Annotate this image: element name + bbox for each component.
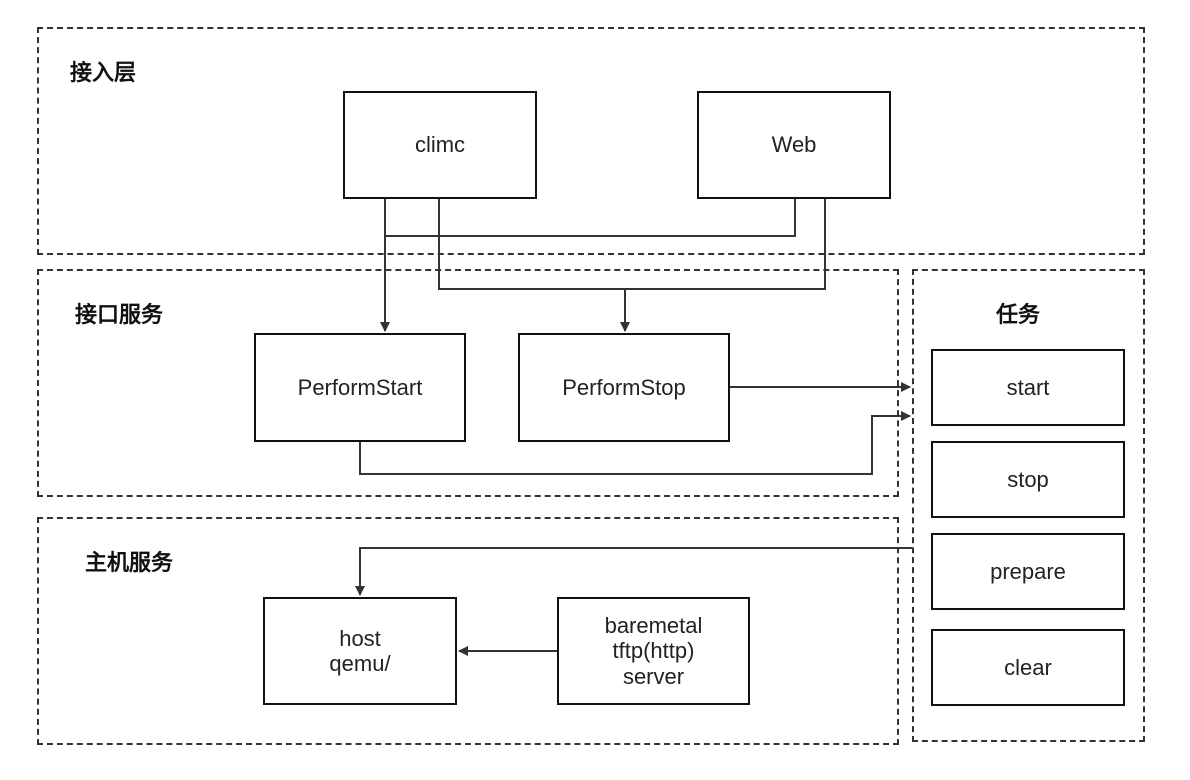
perform-stop-label: PerformStop [562, 374, 686, 400]
host-label: host qemu/ [329, 625, 391, 676]
tasks-layer [912, 269, 1145, 742]
tasks-layer-title: 任务 [996, 303, 1041, 328]
access-layer-title: 接入层 [70, 61, 137, 86]
perform-start-label: PerformStart [297, 374, 423, 400]
task-clear-label: clear [1004, 654, 1052, 680]
baremetal-label: baremetal tftp(http) server [604, 613, 703, 689]
interface-layer [37, 269, 899, 497]
climc-box: climc [343, 91, 537, 199]
host-box: host qemu/ [263, 597, 457, 705]
task-clear-box: clear [931, 629, 1125, 706]
perform-start-box: PerformStart [254, 333, 466, 442]
task-prepare-box: prepare [931, 533, 1125, 610]
host-layer [37, 517, 899, 745]
web-label: Web [771, 132, 817, 158]
interface-layer-title: 接口服务 [75, 303, 164, 328]
task-start-label: start [1006, 374, 1050, 400]
web-box: Web [697, 91, 891, 199]
host-layer-title: 主机服务 [85, 551, 174, 576]
access-layer [37, 27, 1145, 255]
task-prepare-label: prepare [990, 558, 1066, 584]
task-start-box: start [931, 349, 1125, 426]
task-stop-box: stop [931, 441, 1125, 518]
baremetal-box: baremetal tftp(http) server [557, 597, 750, 705]
climc-label: climc [414, 132, 466, 158]
perform-stop-box: PerformStop [518, 333, 730, 442]
task-stop-label: stop [1007, 466, 1049, 492]
